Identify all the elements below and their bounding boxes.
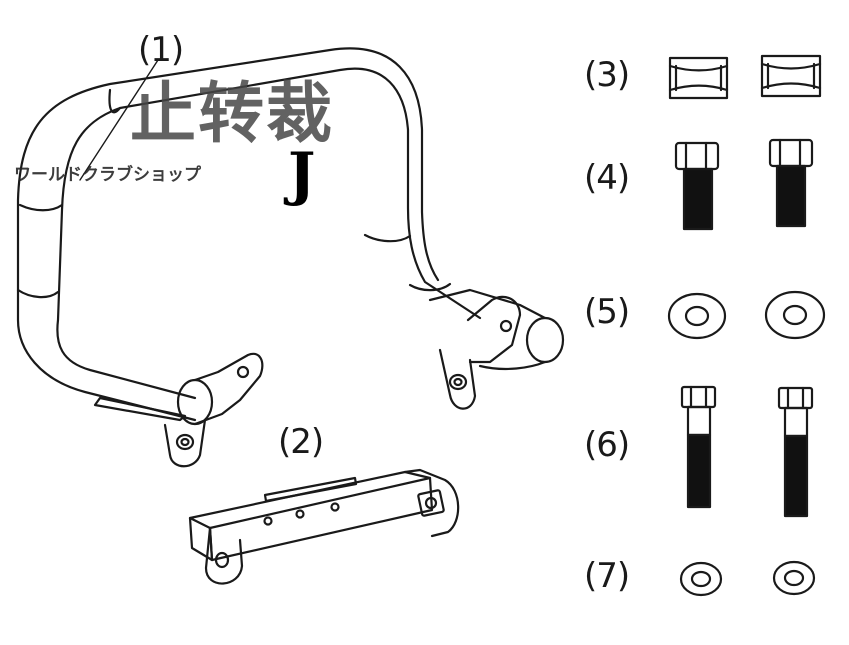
part-label-5: (5) [584,292,630,332]
part-label-3: (3) [584,55,630,95]
part-label-4: (4) [584,158,630,198]
part-label-1: (1) [138,30,184,70]
part-label-2: (2) [278,422,324,462]
watermark-subtitle: ワールドクラブショップ [14,165,201,185]
part-5-large-washers [667,290,826,340]
watermark-title: 止转裁 [130,74,334,152]
part-7-small-washers [679,560,816,597]
part-label-6: (6) [584,425,630,465]
part-2-bracket-plate [188,468,460,585]
part-label-7: (7) [584,556,630,596]
watermark-letter: J [288,140,316,208]
part-1-rack-bar [16,47,565,468]
part-4-short-bolts [674,138,814,231]
part-6-long-bolts [680,385,814,518]
part-3-spacers [668,54,822,100]
